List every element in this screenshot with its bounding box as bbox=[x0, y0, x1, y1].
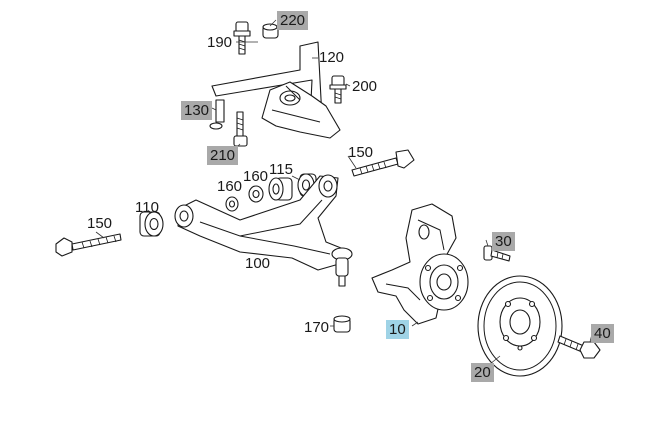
part-label-20[interactable]: 20 bbox=[471, 363, 494, 382]
part-label-160-right[interactable]: 160 bbox=[243, 168, 269, 185]
part-label-170[interactable]: 170 bbox=[304, 319, 330, 336]
part-label-190[interactable]: 190 bbox=[207, 34, 233, 51]
control-arm-100-drawing bbox=[174, 174, 353, 287]
brake-disc-20-drawing bbox=[477, 275, 563, 377]
part-label-210[interactable]: 210 bbox=[207, 146, 239, 165]
bolt-200-drawing bbox=[329, 75, 347, 104]
bushings-115-160-drawing bbox=[225, 173, 317, 212]
part-label-160-left[interactable]: 160 bbox=[217, 178, 243, 195]
part-label-30[interactable]: 30 bbox=[492, 232, 515, 251]
bolt-190-drawing bbox=[233, 21, 251, 55]
part-label-10[interactable]: 10 bbox=[386, 320, 409, 339]
steering-knuckle-10-drawing bbox=[371, 203, 469, 325]
nut-170-drawing bbox=[333, 315, 351, 333]
nut-220-drawing bbox=[262, 23, 279, 39]
part-label-40[interactable]: 40 bbox=[591, 324, 614, 343]
part-label-130[interactable]: 130 bbox=[181, 101, 213, 120]
part-label-100[interactable]: 100 bbox=[245, 255, 271, 272]
engine-mount-120-drawing bbox=[209, 41, 341, 139]
part-label-220[interactable]: 220 bbox=[277, 11, 309, 30]
part-label-110[interactable]: 110 bbox=[135, 199, 159, 216]
bolt-40-drawing bbox=[557, 335, 601, 359]
part-label-150-upper[interactable]: 150 bbox=[348, 144, 374, 161]
bolt-150-lower-drawing bbox=[55, 233, 122, 257]
part-label-150-lower[interactable]: 150 bbox=[87, 215, 113, 232]
bolt-150-upper-drawing bbox=[351, 149, 415, 177]
bolt-210-drawing bbox=[233, 111, 248, 147]
part-label-200[interactable]: 200 bbox=[352, 78, 378, 95]
part-label-115[interactable]: 115 bbox=[269, 161, 293, 178]
part-label-120[interactable]: 120 bbox=[319, 49, 345, 66]
bushing-110-drawing bbox=[139, 211, 164, 237]
